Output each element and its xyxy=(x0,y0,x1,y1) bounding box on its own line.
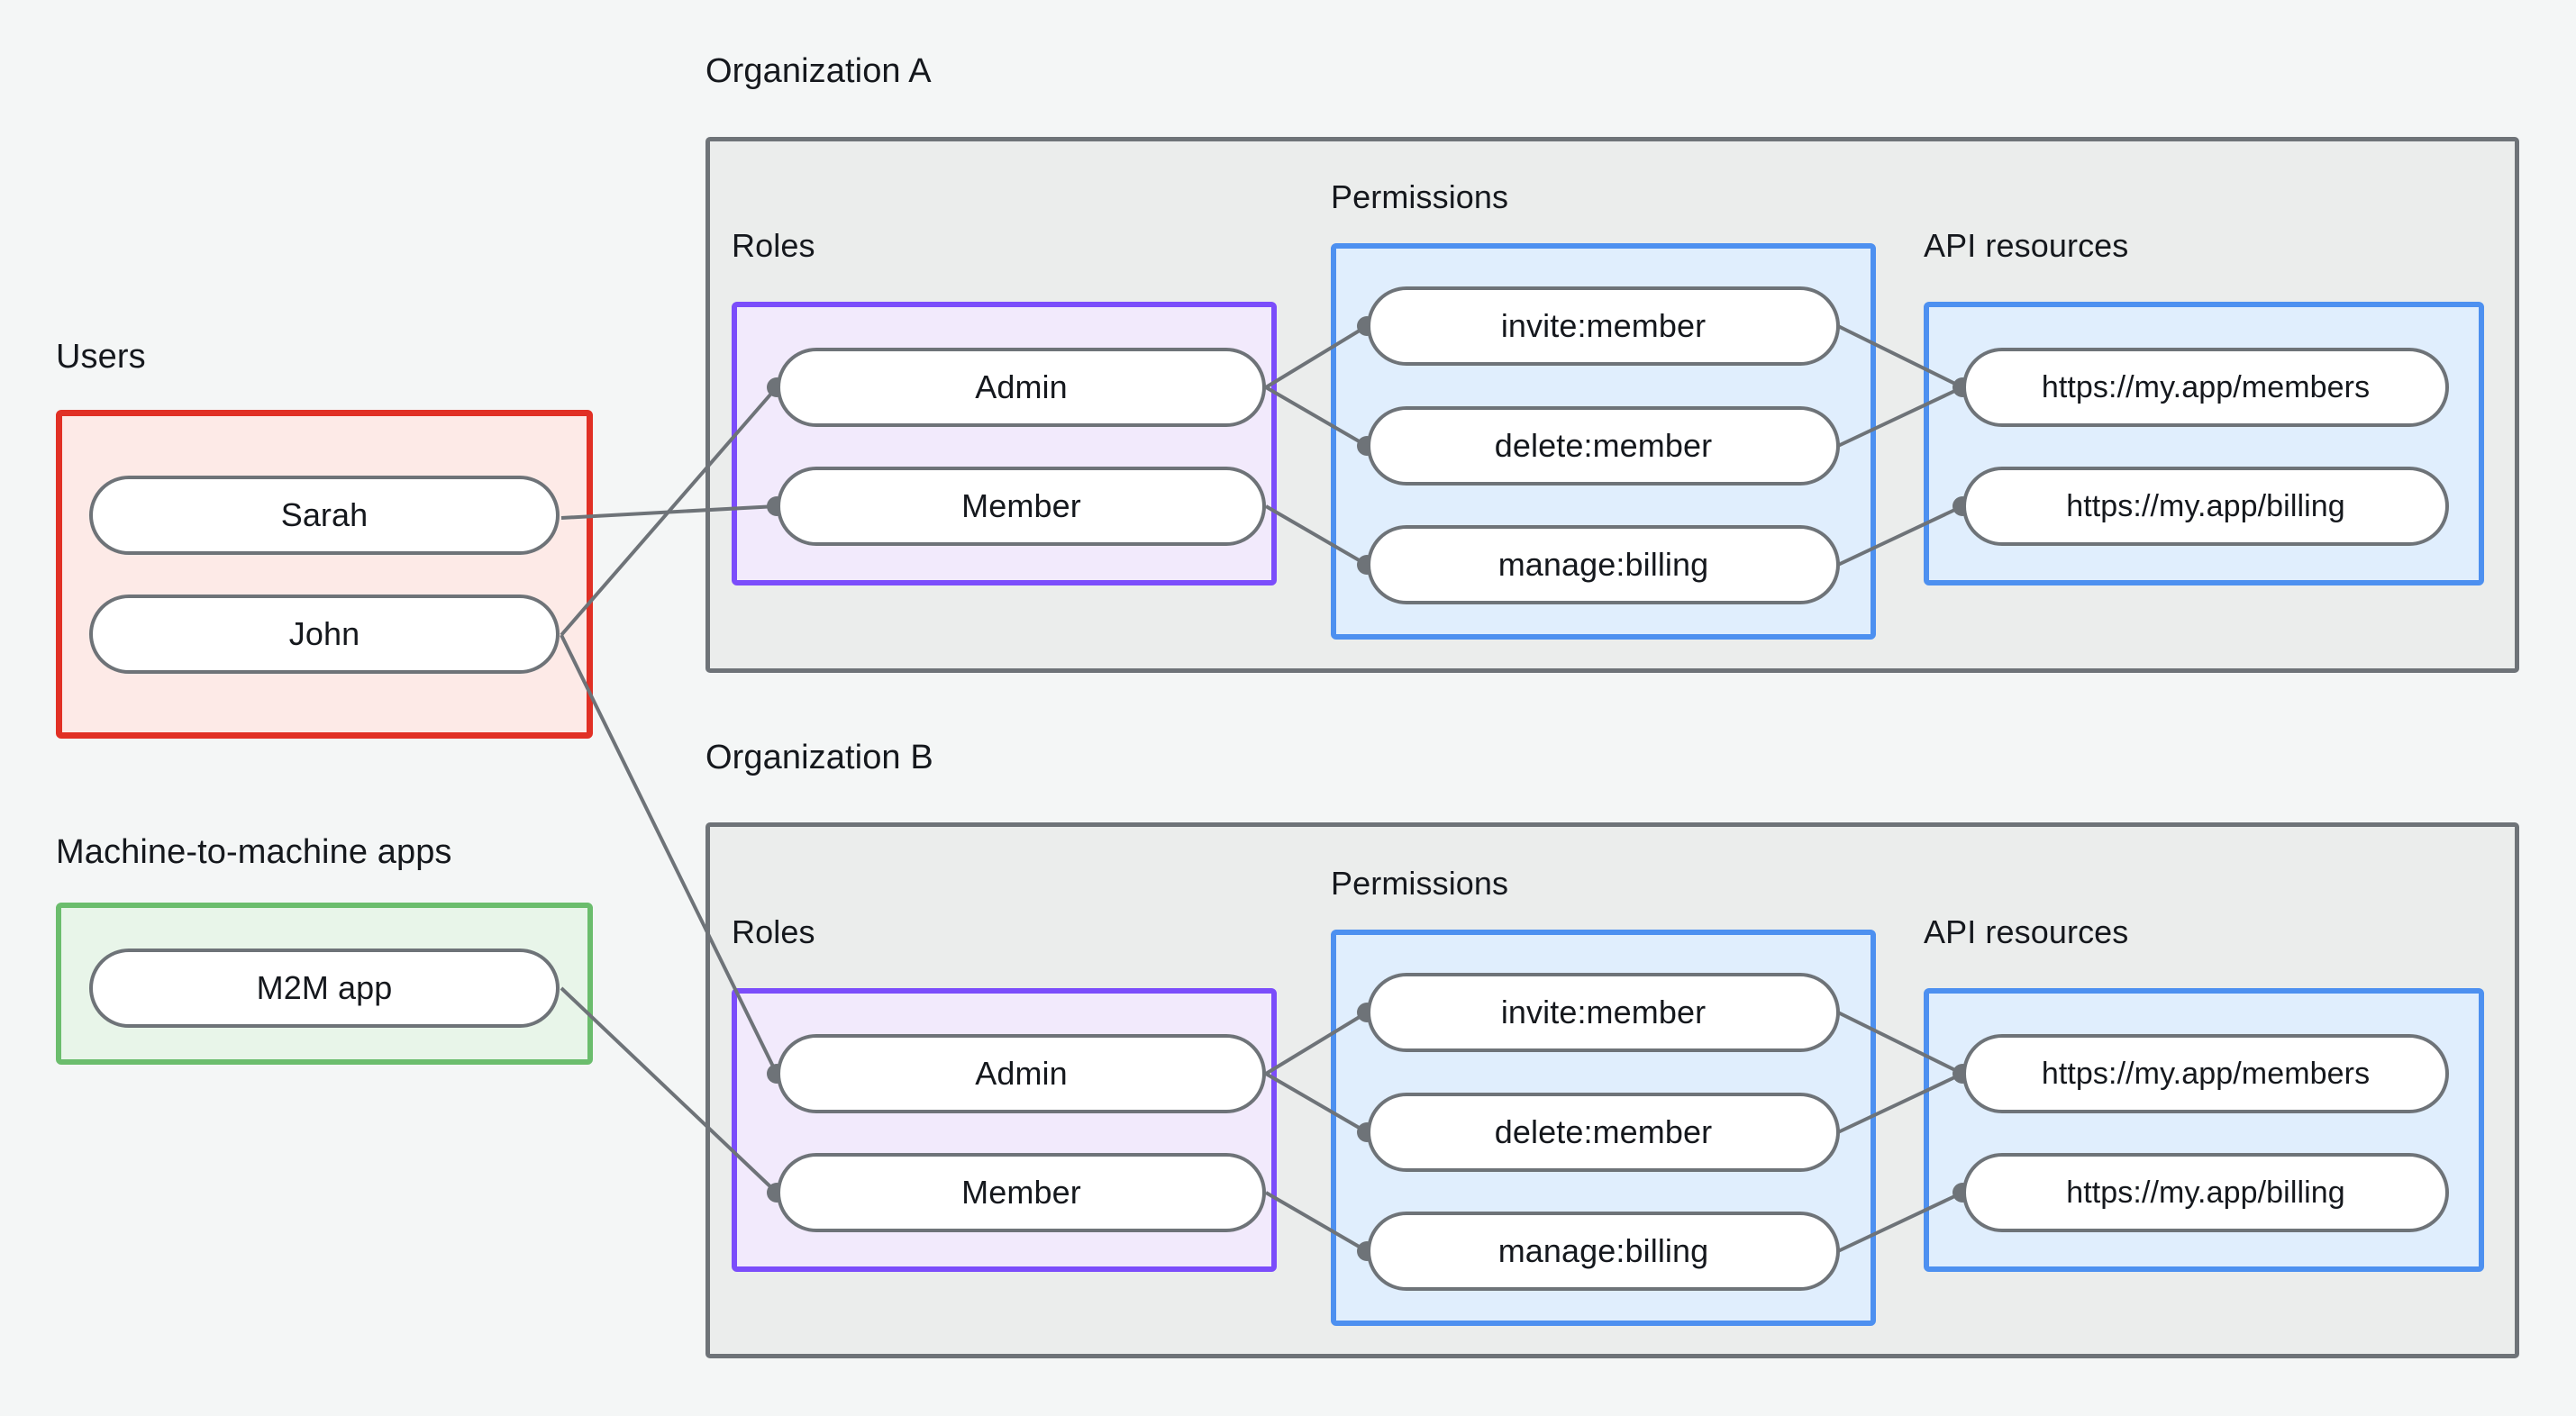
org-a-permissions-label: Permissions xyxy=(1331,178,1509,215)
org-a-permission-pill-billing[interactable]: manage:billing xyxy=(1367,525,1840,604)
org-a-permission-pill-delete[interactable]: delete:member xyxy=(1367,406,1840,486)
user-pill-sarah[interactable]: Sarah xyxy=(89,476,560,555)
org-a-api-pill-billing[interactable]: https://my.app/billing xyxy=(1962,467,2449,546)
org-a-api-pill-members[interactable]: https://my.app/members xyxy=(1962,348,2449,427)
users-panel xyxy=(56,410,593,739)
org-a-title: Organization A xyxy=(705,52,932,90)
org-b-title: Organization B xyxy=(705,739,933,776)
org-a-roles-label: Roles xyxy=(732,227,815,264)
m2m-section-label: Machine-to-machine apps xyxy=(56,833,452,871)
users-section-label: Users xyxy=(56,338,146,376)
org-b-api-pill-members[interactable]: https://my.app/members xyxy=(1962,1034,2449,1113)
user-pill-john[interactable]: John xyxy=(89,595,560,674)
org-b-permission-pill-invite[interactable]: invite:member xyxy=(1367,973,1840,1052)
org-b-roles-label: Roles xyxy=(732,913,815,950)
org-a-api-resources-label: API resources xyxy=(1924,227,2129,264)
org-b-role-pill-admin[interactable]: Admin xyxy=(777,1034,1266,1113)
org-a-permission-pill-invite[interactable]: invite:member xyxy=(1367,286,1840,366)
org-b-api-pill-billing[interactable]: https://my.app/billing xyxy=(1962,1153,2449,1232)
org-a-role-pill-member[interactable]: Member xyxy=(777,467,1266,546)
org-b-api-resources-label: API resources xyxy=(1924,913,2129,950)
org-b-permission-pill-delete[interactable]: delete:member xyxy=(1367,1093,1840,1172)
org-b-permission-pill-billing[interactable]: manage:billing xyxy=(1367,1212,1840,1291)
org-a-role-pill-admin[interactable]: Admin xyxy=(777,348,1266,427)
org-b-role-pill-member[interactable]: Member xyxy=(777,1153,1266,1232)
org-b-permissions-label: Permissions xyxy=(1331,865,1509,902)
m2m-pill-app[interactable]: M2M app xyxy=(89,949,560,1028)
